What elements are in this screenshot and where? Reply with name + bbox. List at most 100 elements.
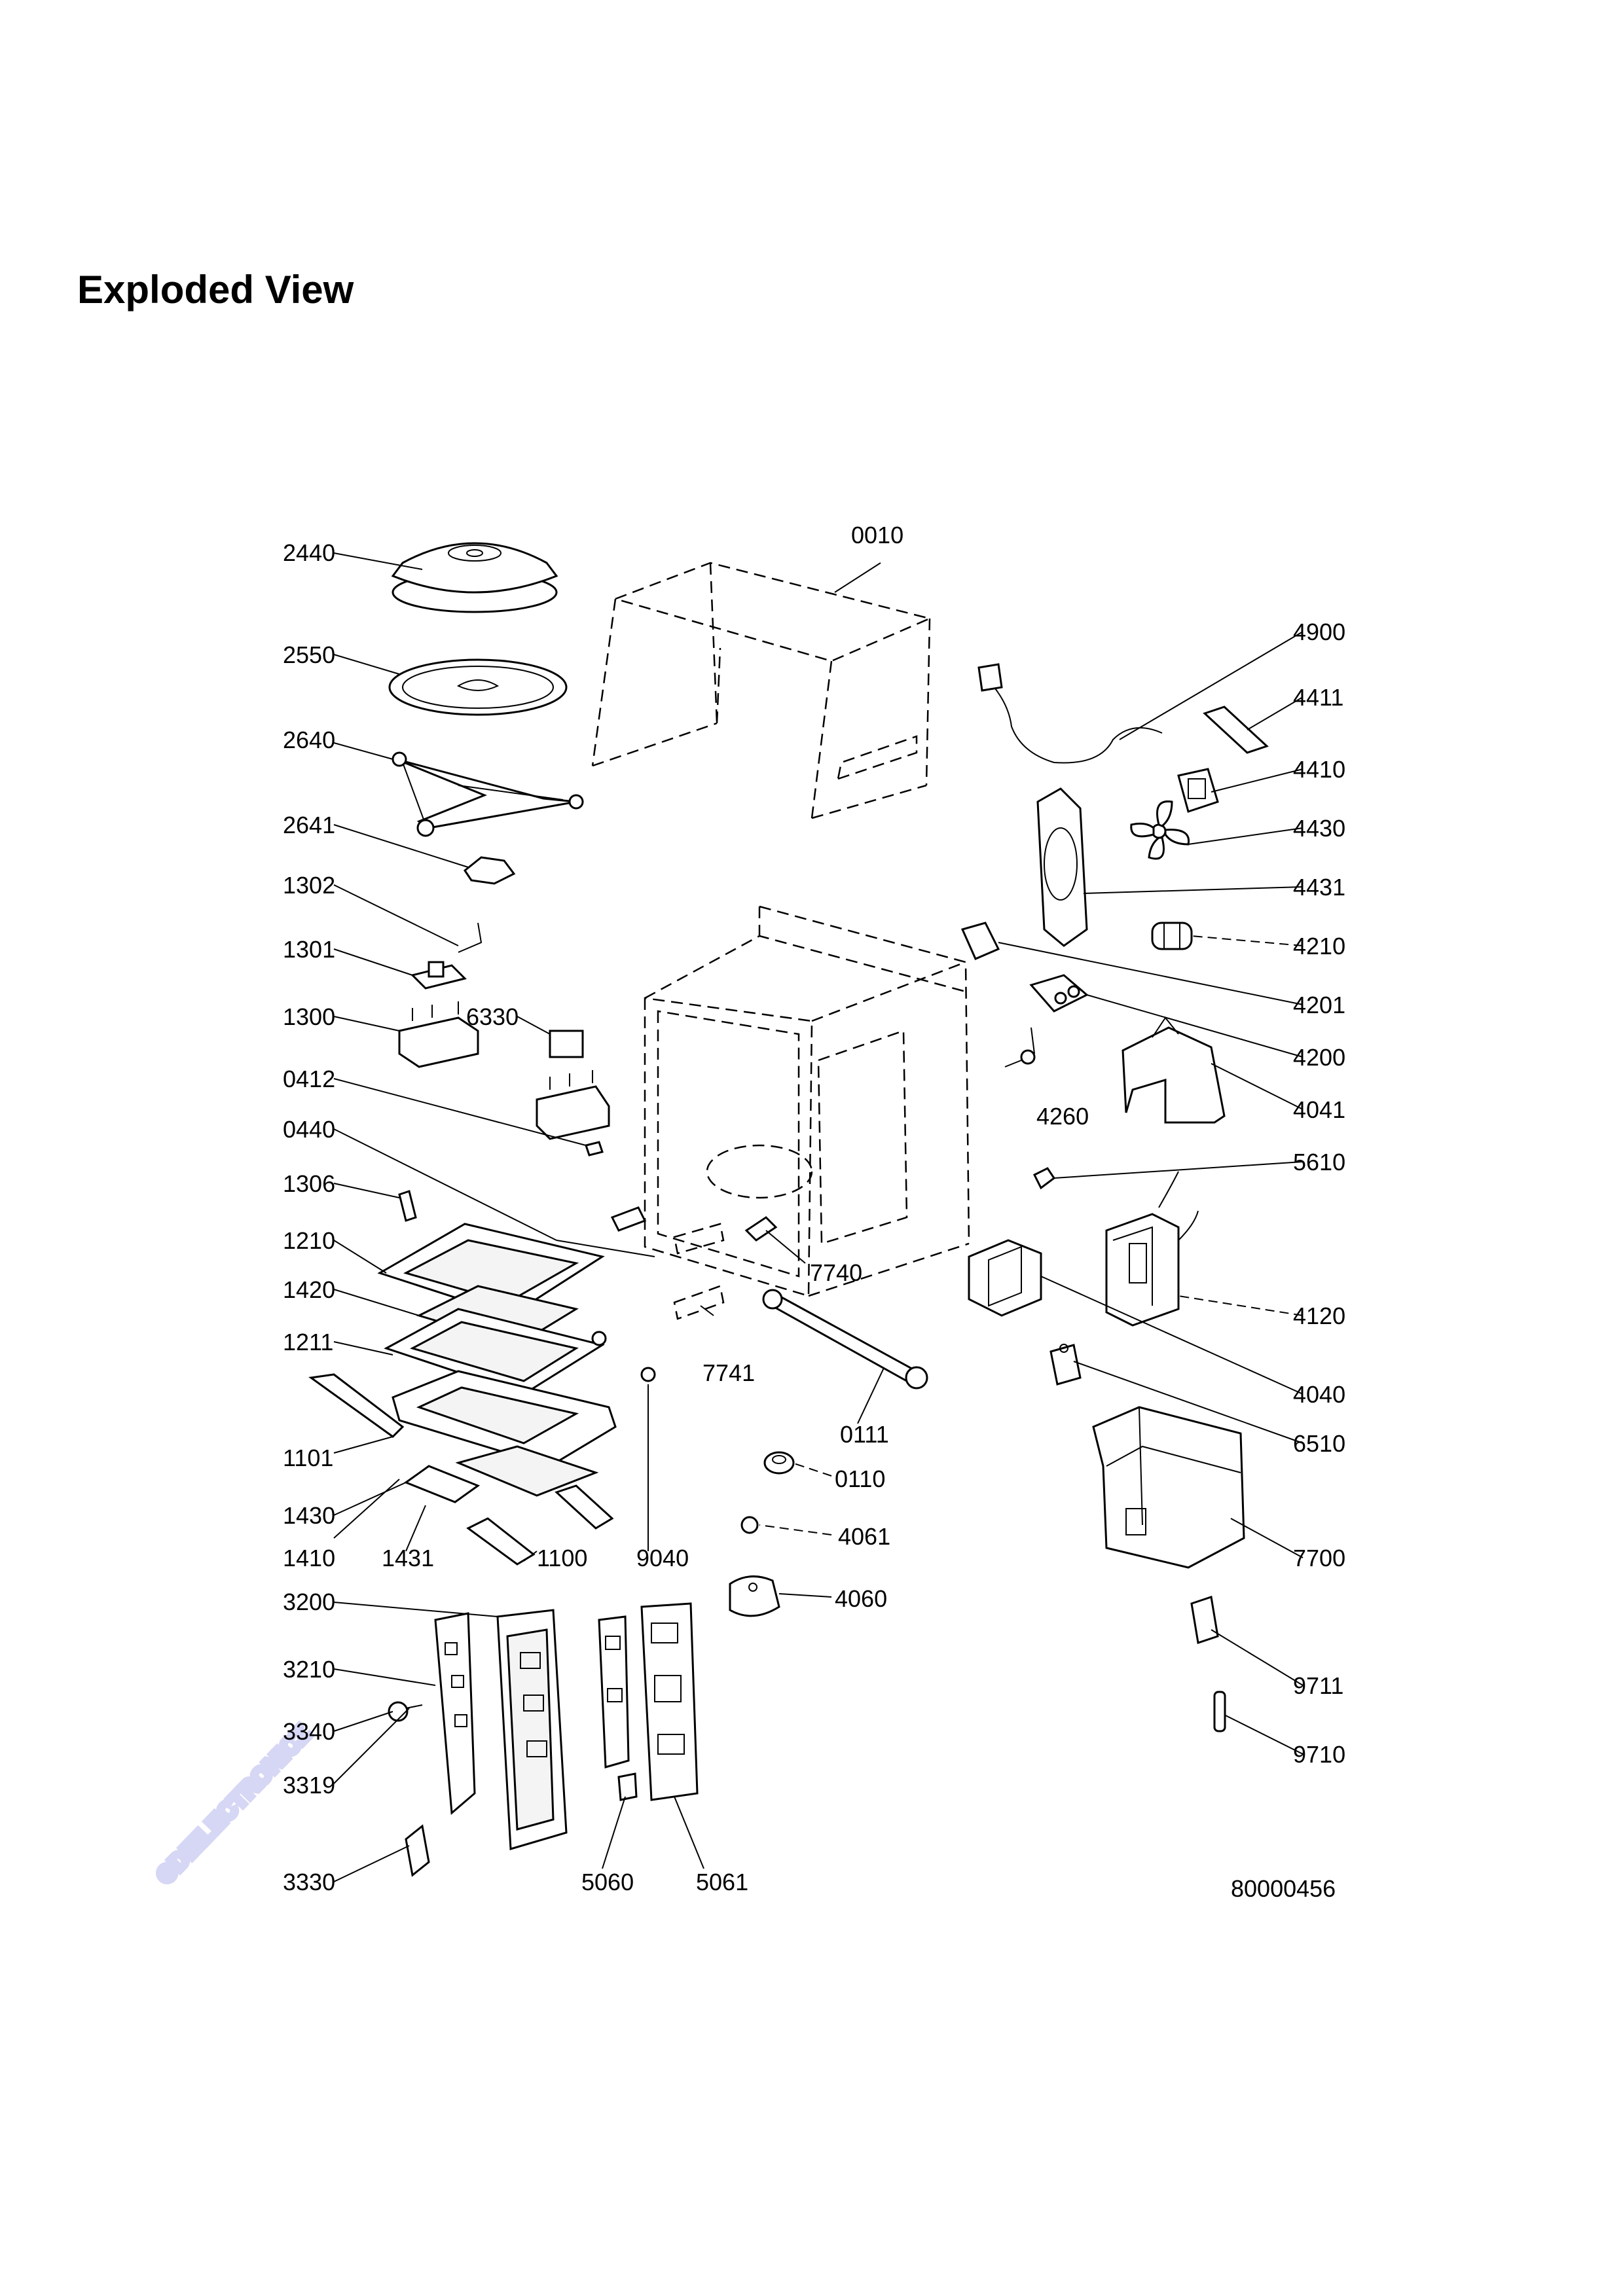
bracket-4411 — [1203, 706, 1269, 754]
label-1210: 1210 — [283, 1227, 335, 1254]
label-7741: 7741 — [702, 1359, 755, 1386]
label-3200: 3200 — [283, 1588, 335, 1615]
glass-plate-2550 — [388, 658, 568, 716]
label-4210: 4210 — [1293, 933, 1345, 960]
door-frame-1210 — [377, 1223, 605, 1317]
pcb-5060 — [598, 1615, 638, 1801]
label-4060: 4060 — [835, 1585, 887, 1612]
label-0440: 0440 — [283, 1116, 335, 1143]
switch-holder-1300 — [398, 1001, 479, 1068]
label-4430: 4430 — [1293, 815, 1345, 842]
label-5061: 5061 — [696, 1869, 748, 1895]
label-2641: 2641 — [283, 812, 335, 838]
label-4061: 4061 — [838, 1523, 890, 1550]
label-4900: 4900 — [1293, 619, 1345, 645]
label-4040: 4040 — [1293, 1381, 1345, 1408]
transformer-4120 — [1105, 1171, 1199, 1327]
motor-4060 — [729, 1575, 780, 1617]
label-4431: 4431 — [1293, 874, 1345, 901]
knob-3340 — [388, 1701, 409, 1722]
thermal-fuse-5610 — [1032, 1167, 1056, 1190]
label-1410: 1410 — [283, 1545, 335, 1571]
label-2550: 2550 — [283, 641, 335, 668]
callout-labels: 0010 2440 2550 2640 2641 1302 1301 1300 … — [283, 522, 1345, 1902]
label-3319: 3319 — [283, 1772, 335, 1799]
fan-blade-4430 — [1130, 800, 1190, 860]
cover-7740 — [673, 1223, 725, 1255]
page-title: Exploded View — [77, 268, 354, 312]
rod-0440 — [556, 1240, 655, 1257]
label-1300: 1300 — [283, 1003, 335, 1030]
label-9710: 9710 — [1293, 1741, 1345, 1768]
label-7740: 7740 — [810, 1259, 862, 1286]
label-3330: 3330 — [283, 1869, 335, 1895]
label-5610: 5610 — [1293, 1149, 1345, 1175]
nut-upper — [591, 1331, 607, 1346]
label-0412: 0412 — [283, 1066, 335, 1092]
washer-4061 — [740, 1516, 759, 1534]
door-hinge-1100 — [466, 1517, 536, 1566]
label-2440: 2440 — [283, 539, 335, 566]
label-4411: 4411 — [1293, 684, 1343, 711]
label-1301: 1301 — [283, 936, 335, 963]
label-4120: 4120 — [1293, 1302, 1345, 1329]
label-4201: 4201 — [1293, 992, 1345, 1018]
chassis-7700 — [1092, 1406, 1245, 1569]
pin-0412 — [585, 1141, 604, 1157]
label-1211: 1211 — [283, 1329, 333, 1355]
label-3340: 3340 — [283, 1718, 335, 1745]
strip-1431 — [403, 1465, 481, 1503]
drawing-number: 80000456 — [1231, 1875, 1336, 1902]
label-3210: 3210 — [283, 1656, 335, 1683]
pcb-5061 — [640, 1602, 699, 1801]
hv-capacitor-4200 — [1029, 974, 1089, 1013]
watermark: ©DIELECTRONICZ — [151, 1720, 316, 1889]
capacitor-4210 — [1151, 922, 1193, 950]
shaft-0111 — [762, 1289, 928, 1390]
turntable-cover-2440 — [391, 542, 558, 613]
latch-small — [610, 1206, 647, 1232]
door-panel-1101 — [308, 1373, 405, 1438]
control-panel-3210 — [434, 1612, 476, 1816]
coupler-2641 — [463, 856, 516, 885]
label-9711: 9711 — [1293, 1672, 1343, 1699]
door-latch-3330 — [405, 1824, 430, 1877]
magnetron-4040 — [968, 1239, 1042, 1317]
diode-4260 — [1004, 1027, 1036, 1067]
outer-case-0010 — [591, 562, 932, 819]
label-4200: 4200 — [1293, 1044, 1345, 1071]
label-1101: 1101 — [283, 1444, 333, 1471]
label-5060: 5060 — [581, 1869, 634, 1895]
spring-1302 — [458, 922, 483, 953]
hinge-strip-1100 — [555, 1484, 614, 1530]
outer-door-1430 — [392, 1370, 617, 1467]
switch-6330 — [549, 1030, 584, 1058]
label-0111: 0111 — [840, 1421, 889, 1448]
label-1306: 1306 — [283, 1170, 335, 1197]
label-1431: 1431 — [382, 1545, 434, 1571]
fan-housing-4431 — [1036, 787, 1088, 947]
roller-ring-2640 — [392, 751, 584, 837]
label-6330: 6330 — [466, 1003, 519, 1030]
knob-shaft-3319 — [405, 1704, 423, 1709]
nut-9040 — [640, 1367, 656, 1382]
fuse-9710 — [1213, 1691, 1226, 1732]
label-0010: 0010 — [851, 522, 903, 548]
label-7700: 7700 — [1293, 1545, 1345, 1571]
hook-1306 — [398, 1190, 417, 1222]
film-1410 — [455, 1445, 599, 1497]
label-4260: 4260 — [1036, 1103, 1089, 1130]
label-1100: 1100 — [537, 1545, 587, 1571]
leader-lines — [333, 552, 1304, 1882]
switch-holder-lower — [536, 1070, 610, 1140]
label-4410: 4410 — [1293, 756, 1345, 783]
label-1420: 1420 — [283, 1276, 335, 1303]
label-0110: 0110 — [835, 1465, 885, 1492]
power-cord-4900 — [985, 677, 1163, 764]
fan-motor-4410 — [1177, 768, 1219, 813]
label-2640: 2640 — [283, 726, 335, 753]
lever-1301 — [410, 961, 467, 990]
interlock-9711 — [1190, 1596, 1219, 1644]
label-9040: 9040 — [636, 1545, 689, 1571]
